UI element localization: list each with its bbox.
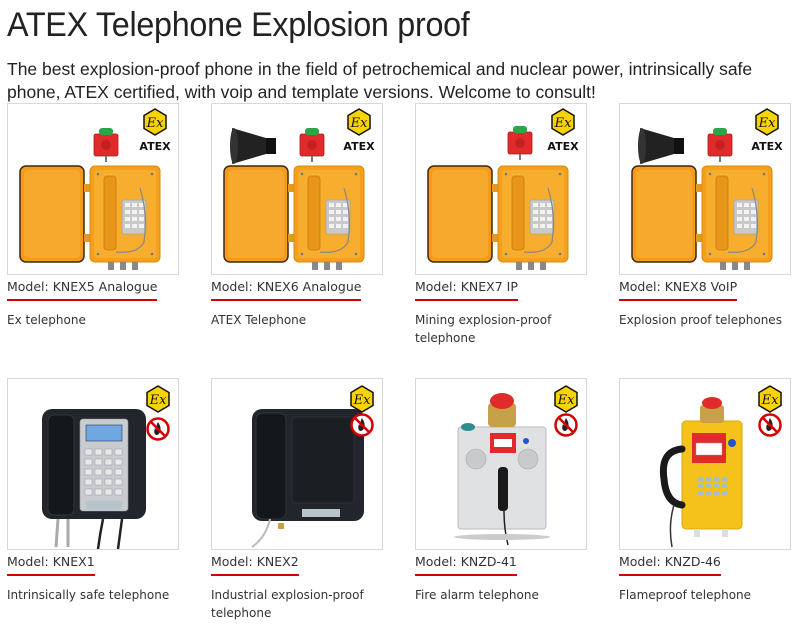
product-card[interactable]: ATEX Model: KNEX5 Analogue Ex telephone (7, 103, 215, 329)
product-model-link[interactable]: Model: KNEX2 (211, 554, 299, 576)
atex-badge-icon: ATEX (138, 108, 172, 152)
atex-badge-icon: ATEX (750, 108, 784, 152)
no-fire-icon (350, 413, 374, 437)
product-description: Flameproof telephone (619, 588, 752, 602)
product-model-link[interactable]: Model: KNEX5 Analogue (7, 279, 158, 301)
svg-text:ATEX: ATEX (343, 140, 375, 152)
product-card[interactable]: ATEX Model: KNEX6 Analogue ATEX Telephon… (211, 103, 419, 329)
product-card[interactable]: Model: KNEX2 Industrial explosion-proof … (211, 378, 419, 622)
product-card[interactable]: ATEX Model: KNEX7 IP Mining explosion-pr… (415, 103, 623, 347)
svg-text:ATEX: ATEX (139, 140, 171, 152)
page-subtitle: The best explosion-proof phone in the fi… (7, 59, 753, 102)
product-model-link[interactable]: Model: KNEX7 IP (415, 279, 518, 301)
atex-badge-icon: ATEX (546, 108, 580, 152)
beacon-icon (299, 127, 325, 163)
product-card[interactable]: Model: KNZD-41 Fire alarm telephone (415, 378, 623, 604)
product-image[interactable] (7, 378, 179, 550)
product-image[interactable]: ATEX (211, 103, 383, 275)
beacon-icon (507, 125, 533, 161)
ex-badge-icon (348, 385, 376, 413)
product-model-link[interactable]: Model: KNZD-46 (619, 554, 721, 576)
no-fire-icon (554, 413, 578, 437)
product-image[interactable] (211, 378, 383, 550)
product-card[interactable]: Model: KNEX1 Intrinsically safe telephon… (7, 378, 215, 604)
ex-badge-icon (552, 385, 580, 413)
product-card[interactable]: ATEX Model: KNEX8 VoIP Explosion proof t… (619, 103, 800, 329)
product-image[interactable]: ATEX (619, 103, 791, 275)
beacon-icon (707, 127, 733, 163)
ex-badge-icon (756, 385, 784, 413)
product-model-link[interactable]: Model: KNEX8 VoIP (619, 279, 738, 301)
product-model-link[interactable]: Model: KNZD-41 (415, 554, 517, 576)
product-image[interactable] (619, 378, 791, 550)
svg-text:ATEX: ATEX (547, 140, 579, 152)
product-description: Ex telephone (7, 313, 86, 327)
product-image[interactable] (415, 378, 587, 550)
product-description: ATEX Telephone (211, 313, 307, 327)
product-card[interactable]: Model: KNZD-46 Flameproof telephone (619, 378, 800, 604)
product-image[interactable]: ATEX (415, 103, 587, 275)
product-description: Fire alarm telephone (415, 588, 539, 602)
horn-speaker-icon (230, 128, 276, 164)
product-model-link[interactable]: Model: KNEX1 (7, 554, 95, 576)
no-fire-icon (758, 413, 782, 437)
product-description: Industrial explosion-proof telephone (211, 588, 364, 620)
product-description: Mining explosion-proof telephone (415, 313, 552, 345)
no-fire-icon (146, 417, 170, 441)
ex-badge-icon (144, 385, 172, 413)
product-model-link[interactable]: Model: KNEX6 Analogue (211, 279, 362, 301)
product-description: Explosion proof telephones (619, 313, 782, 327)
atex-badge-icon: ATEX (342, 108, 376, 152)
horn-speaker-icon (638, 128, 684, 164)
page-title: ATEX Telephone Explosion proof (7, 6, 470, 44)
product-image[interactable]: ATEX (7, 103, 179, 275)
product-description: Intrinsically safe telephone (7, 588, 170, 602)
beacon-icon (93, 127, 119, 163)
svg-text:ATEX: ATEX (751, 140, 783, 152)
